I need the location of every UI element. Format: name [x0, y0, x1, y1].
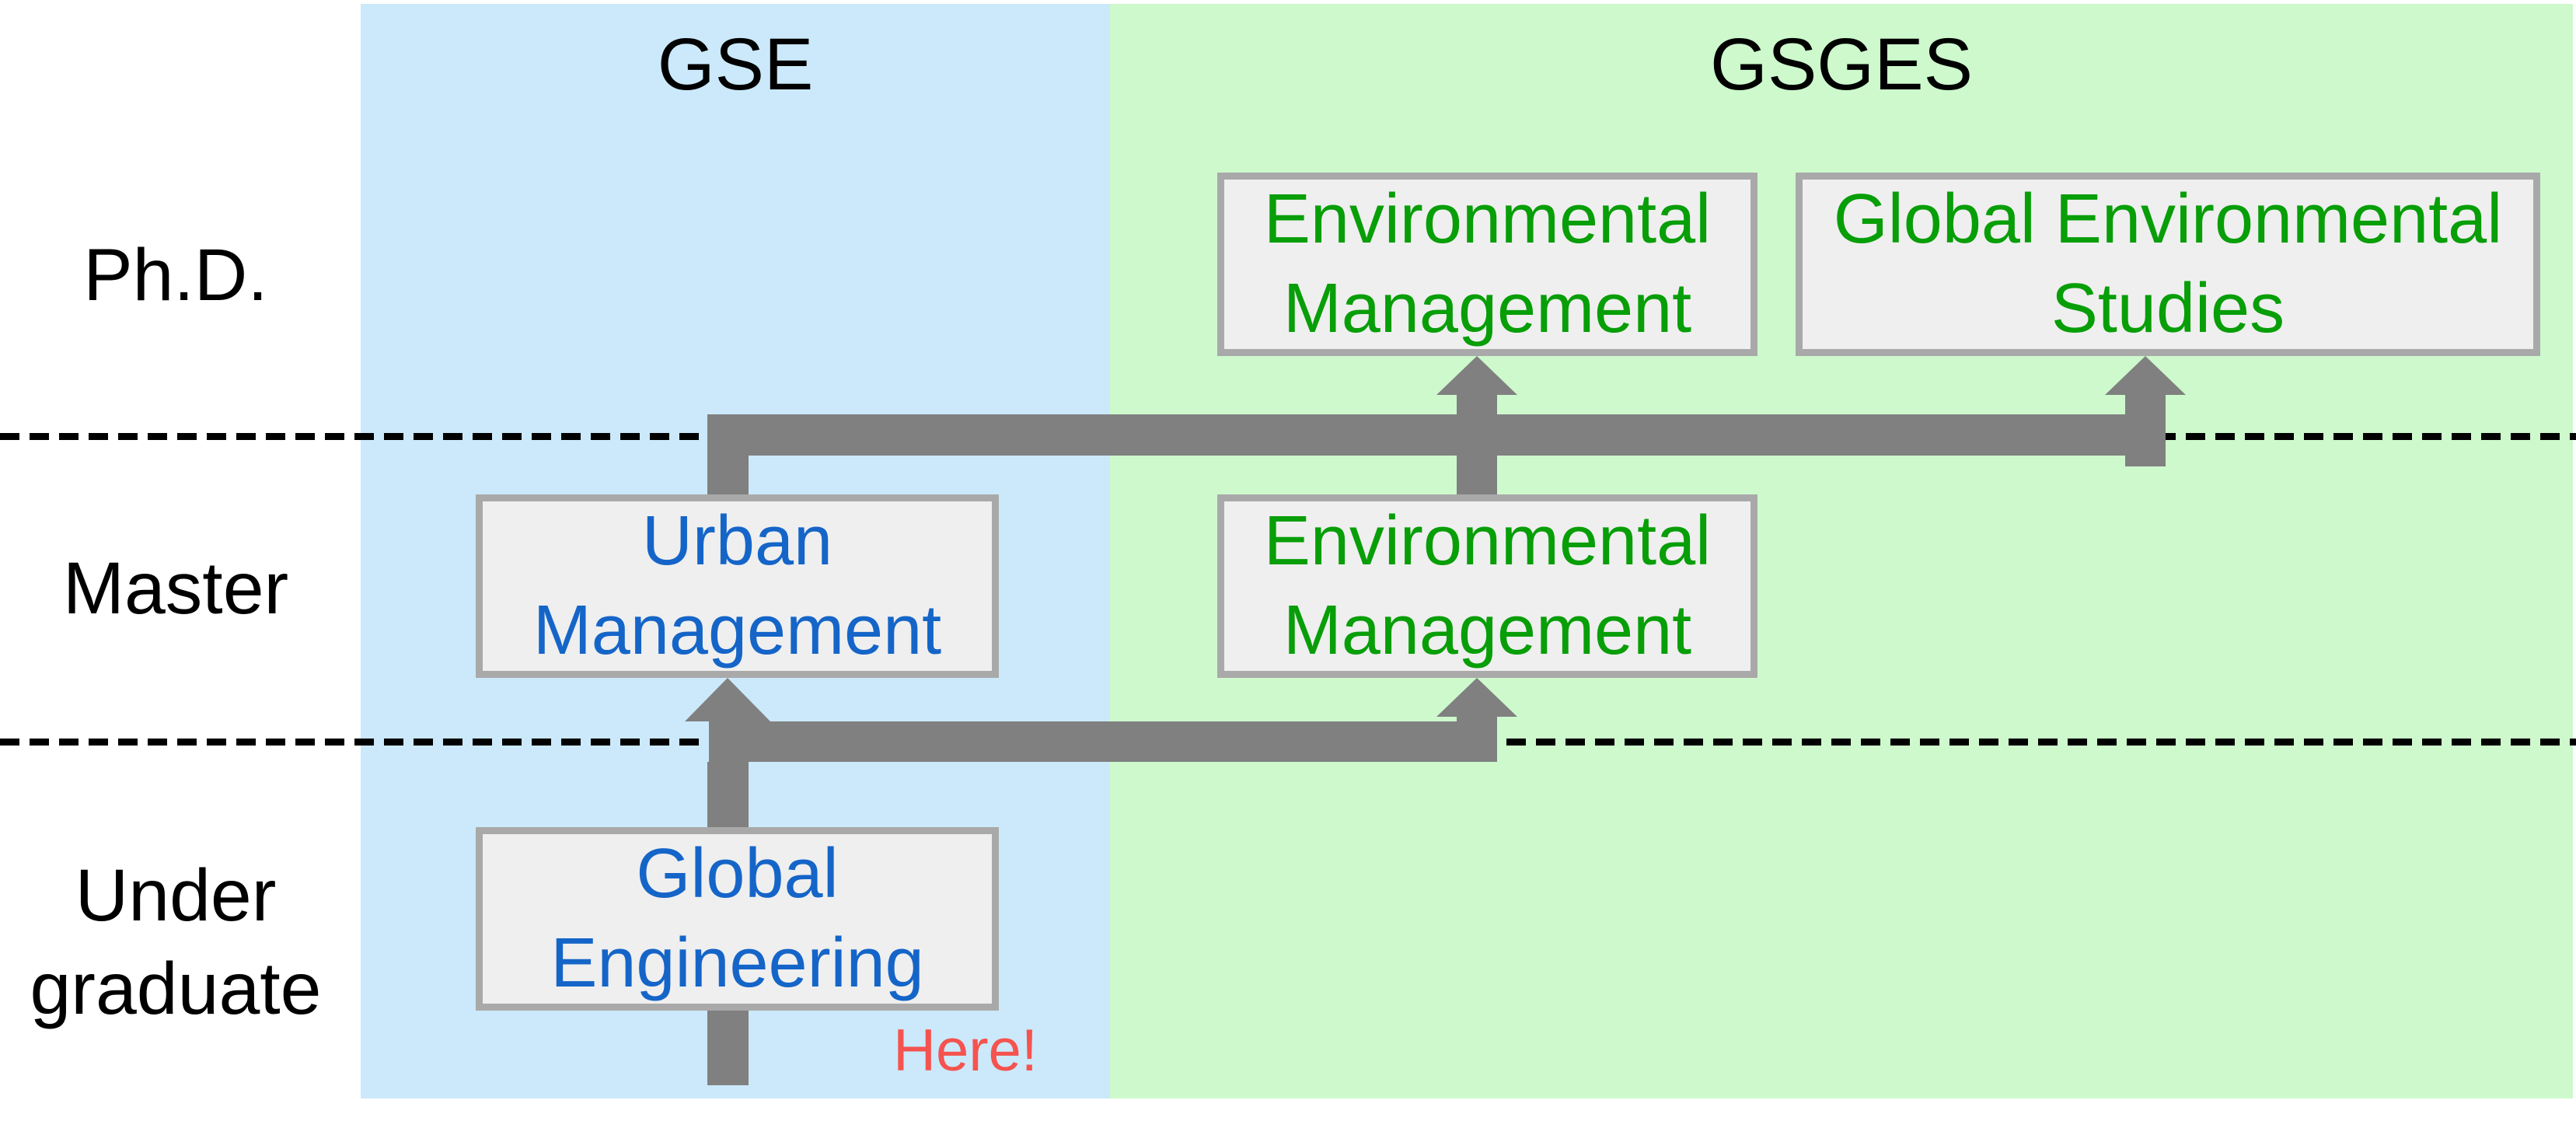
arrow-head-to-global-environmental-studies — [2105, 356, 2186, 395]
master-environmental-management-box: Environmental Management — [1217, 494, 1757, 678]
master-level-label: Master — [62, 547, 289, 630]
arrow-shaft-to-phd-environmental-management — [1457, 395, 1497, 494]
phd-level-label: Ph.D. — [83, 234, 268, 316]
arrow-head-to-master-environmental-management — [1436, 678, 1517, 717]
arrow-head-to-urban-management — [685, 678, 770, 721]
arrow-head-to-phd-environmental-management — [1436, 356, 1517, 395]
undergraduate-level-label: Under graduate — [30, 854, 322, 1030]
global-environmental-studies-box: Global Environmental Studies — [1796, 173, 2540, 356]
connector-elbow-to-urban-management — [707, 456, 749, 494]
entry-stub-below-global-engineering — [707, 1011, 749, 1085]
gsges-column-header: GSGES — [1710, 23, 1973, 106]
connector-elbow-to-global-engineering — [707, 762, 749, 827]
global-engineering-box: Global Engineering — [476, 827, 999, 1011]
phd-environmental-management-box: Environmental Management — [1217, 173, 1757, 356]
arrow-shaft-to-master-environmental-management — [1457, 717, 1497, 762]
urban-management-box: Urban Management — [476, 494, 999, 678]
arrow-shaft-to-global-environmental-studies — [2125, 395, 2166, 466]
here-annotation: Here! — [893, 1018, 1038, 1084]
lower-horizontal-connector-bar — [709, 721, 1497, 762]
gse-column-header: GSE — [657, 23, 814, 106]
upper-horizontal-connector-bar — [707, 414, 2166, 456]
